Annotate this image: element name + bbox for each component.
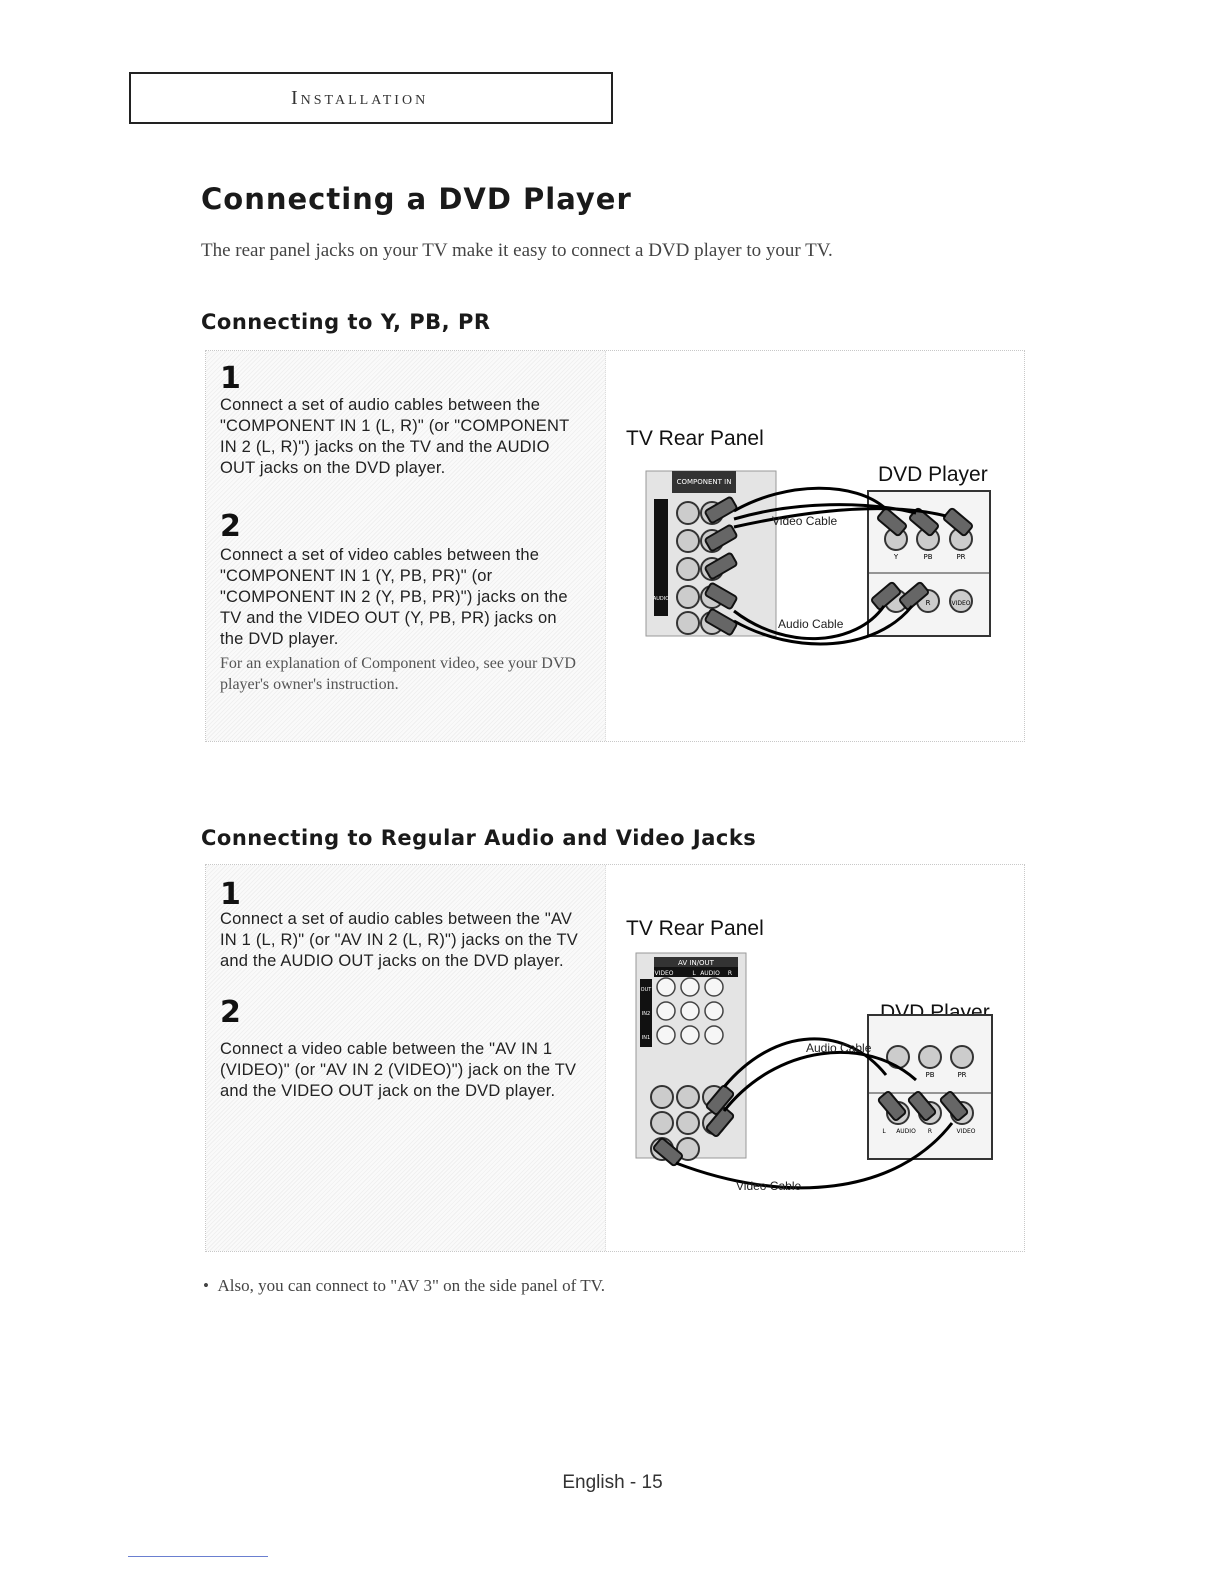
step-text: Connect a set of video cables between th… xyxy=(220,546,568,648)
connection-illustration: COMPONENT IN AUDIO xyxy=(645,470,991,646)
note-text: For an explanation of Component video, s… xyxy=(220,655,576,693)
bullet-note: • Also, you can connect to "AV 3" on the… xyxy=(203,1276,605,1295)
svg-text:VIDEO: VIDEO xyxy=(654,970,673,977)
bottom-rule xyxy=(128,1556,268,1557)
tv-rear-panel-label: TV Rear Panel xyxy=(626,917,764,940)
section-header-label: Installation xyxy=(291,87,429,109)
page-footer: English - 15 xyxy=(562,1472,663,1493)
svg-text:IN2: IN2 xyxy=(642,1011,650,1017)
step-number: 2 xyxy=(220,995,241,1030)
connection-illustration: AV IN/OUT VIDEO L AUDIO R OUT IN2 IN1 xyxy=(635,952,993,1190)
video-cable-label: Video Cable xyxy=(772,514,838,528)
section2-diagram: TV Rear Panel DVD Player AV IN/OUT VIDEO… xyxy=(606,865,1024,1251)
component-header-shape xyxy=(672,471,736,493)
dvd-player-label: DVD Player xyxy=(878,463,988,486)
section1-diagram: TV Rear Panel DVD Player COMPONENT IN AU… xyxy=(606,351,1024,741)
section2-panel: 1 Connect a set of audio cables between … xyxy=(205,864,1025,1252)
dvd-jack-label: PB xyxy=(923,553,932,561)
audio-cable-label: Audio Cable xyxy=(778,617,844,631)
svg-text:L: L xyxy=(692,970,696,977)
step-text: Connect a set of audio cables between th… xyxy=(220,910,578,970)
dvd-jack-label: PR xyxy=(957,1071,966,1079)
svg-text:VIDEO: VIDEO xyxy=(956,1128,975,1135)
step-text: Connect a set of audio cables between th… xyxy=(220,396,570,477)
svg-text:IN1: IN1 xyxy=(642,1035,650,1041)
svg-text:L: L xyxy=(882,1128,886,1135)
dvd-panel-shape xyxy=(867,1014,993,1160)
step-number: 1 xyxy=(220,877,241,912)
section2-title: Connecting to Regular Audio and Video Ja… xyxy=(201,826,757,850)
section1-title: Connecting to Y, PB, PR xyxy=(201,310,491,334)
tv-panel-tag: COMPONENT IN xyxy=(677,478,732,486)
dvd-jack-label: VIDEO xyxy=(951,600,970,607)
step-number: 2 xyxy=(220,509,241,544)
step-number: 1 xyxy=(220,361,241,396)
tv-audio-tag: AUDIO xyxy=(653,596,669,602)
tv-jacks xyxy=(656,977,724,1045)
tv-plugs xyxy=(653,1085,735,1167)
dvd-jack-label: R xyxy=(926,599,931,607)
audio-cable xyxy=(722,1037,888,1088)
dvd-jack-label: PB xyxy=(925,1071,934,1079)
bullet-note-text: Also, you can connect to "AV 3" on the s… xyxy=(217,1276,605,1295)
tv-plugs xyxy=(704,496,738,636)
dvd-jack-label: PR xyxy=(956,553,965,561)
section1-panel: 1 Connect a set of audio cables between … xyxy=(205,350,1025,742)
svg-text:R: R xyxy=(728,970,732,977)
video-cable xyxy=(733,486,888,513)
svg-text:R: R xyxy=(928,1128,932,1135)
section-header: Installation xyxy=(129,72,613,124)
video-cable xyxy=(675,1122,954,1190)
page-title: Connecting a DVD Player xyxy=(201,182,632,216)
step-text: Connect a video cable between the "AV IN… xyxy=(220,1040,577,1100)
dvd-plugs xyxy=(871,507,973,611)
intro-text: The rear panel jacks on your TV make it … xyxy=(201,240,833,261)
svg-text:OUT: OUT xyxy=(641,987,653,993)
audio-cable-label: Audio Cable xyxy=(806,1041,872,1055)
section1-steps: 1 Connect a set of audio cables between … xyxy=(206,351,606,741)
svg-text:AUDIO: AUDIO xyxy=(700,970,720,977)
tv-rear-panel-label: TV Rear Panel xyxy=(626,427,764,450)
video-cable-label: Video Cable xyxy=(736,1179,802,1193)
dvd-jack-label: Y xyxy=(893,553,899,561)
section2-steps: 1 Connect a set of audio cables between … xyxy=(206,865,606,1251)
audio-cable xyxy=(733,605,886,640)
dvd-plugs xyxy=(877,1091,969,1121)
tv-panel-tag: AV IN/OUT xyxy=(678,959,715,967)
tv-label-strip xyxy=(654,499,668,591)
svg-text:AUDIO: AUDIO xyxy=(896,1128,916,1135)
